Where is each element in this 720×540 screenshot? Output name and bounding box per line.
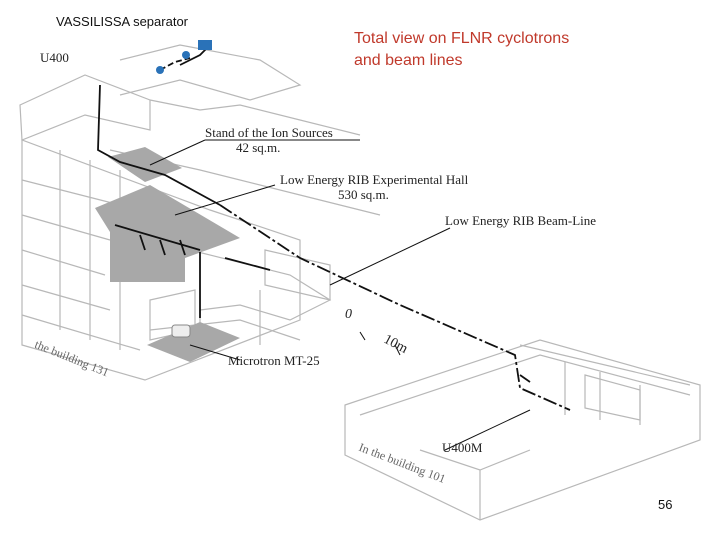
experimental-hall-area <box>95 185 240 282</box>
microtron-area <box>147 322 240 362</box>
leader-lines <box>149 139 531 451</box>
ion-source-stand-area <box>108 147 182 182</box>
page-number: 56 <box>658 497 673 512</box>
experimental-hall-label: Low Energy RIB Experimental Hall <box>280 172 469 187</box>
scale-zero-label: 0 <box>345 307 352 322</box>
stand-area-label: 42 sq.m. <box>236 140 281 155</box>
u400m-label: U400M <box>442 440 483 455</box>
vassilissa-separator-label: VASSILISSA separator <box>56 14 188 29</box>
microtron-icon <box>171 324 191 338</box>
slide-title-line-1: Total view on FLNR cyclotrons <box>354 30 570 47</box>
u400-label: U400 <box>40 50 69 65</box>
experimental-hall-area-label: 530 sq.m. <box>338 187 389 202</box>
microtron-label: Microtron MT-25 <box>228 353 320 368</box>
beam-lines <box>97 44 571 411</box>
vassilissa-separator-icon <box>198 40 212 50</box>
beam-line-label: Low Energy RIB Beam-Line <box>445 213 597 228</box>
u400m-building-outline <box>344 339 701 521</box>
stand-of-ion-sources-label: Stand of the Ion Sources <box>205 125 333 140</box>
gray-areas <box>95 147 240 362</box>
building-131-outline <box>19 44 381 381</box>
slide-title-line-2: and beam lines <box>354 52 463 69</box>
equipment-icons <box>156 40 212 338</box>
